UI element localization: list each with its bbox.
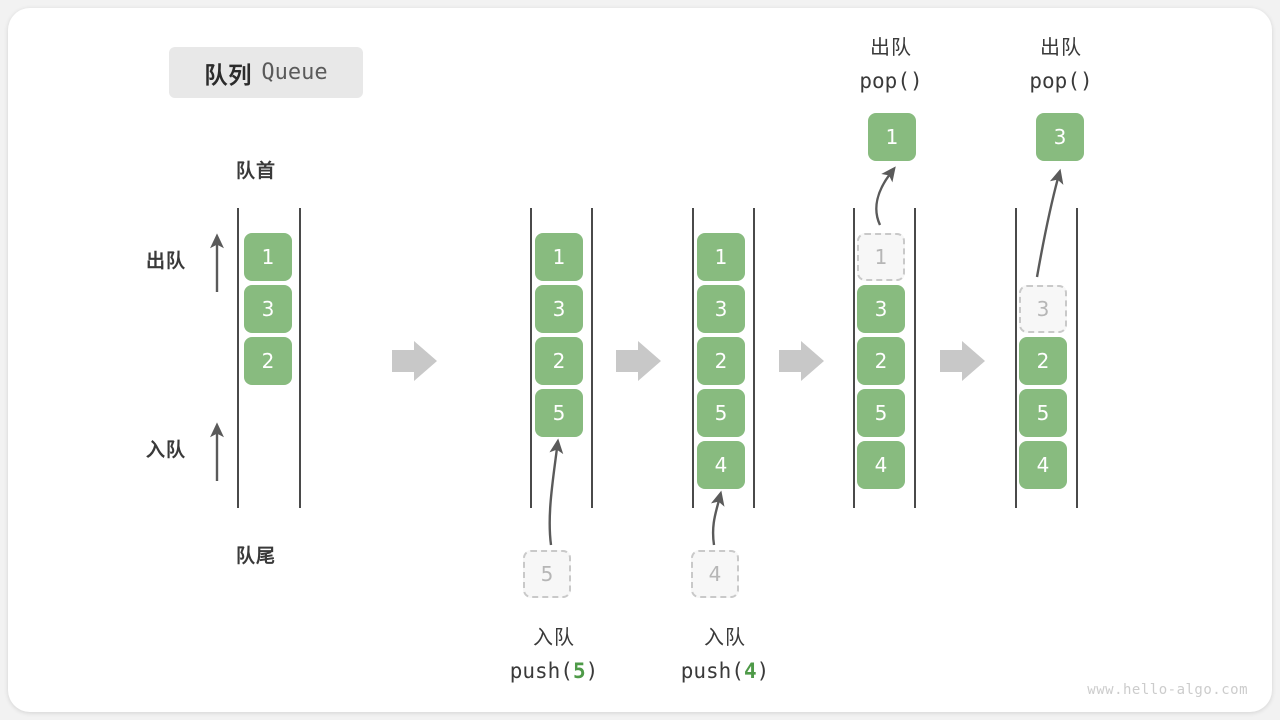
removed-element-ghost: 3: [1019, 285, 1067, 333]
queue-cell: 4: [697, 441, 745, 489]
queue-rail-left-2: [530, 208, 532, 508]
queue-cell: 3: [535, 285, 583, 333]
pop-2-cn: 出队: [1040, 35, 1082, 59]
queue-rail-left-5: [1015, 208, 1017, 508]
popped-element: 3: [1036, 113, 1084, 161]
popped-element: 1: [868, 113, 916, 161]
queue-cell: 2: [1019, 337, 1067, 385]
queue-cell: 5: [857, 389, 905, 437]
queue-cell: 4: [1019, 441, 1067, 489]
push-5-code: push(5): [509, 659, 599, 683]
queue-rail-right-3: [753, 208, 755, 508]
watermark: www.hello-algo.com: [1087, 682, 1248, 698]
queue-cell: 1: [244, 233, 292, 281]
queue-rail-right-2: [591, 208, 593, 508]
queue-cell: 4: [857, 441, 905, 489]
queue-cell: 2: [535, 337, 583, 385]
pop-1-cn: 出队: [870, 35, 912, 59]
queue-rail-right-5: [1076, 208, 1078, 508]
push-4-code: push(4): [680, 659, 770, 683]
queue-rail-left-3: [692, 208, 694, 508]
enqueue-side-label: 入队: [146, 439, 187, 461]
incoming-element-ghost: 4: [691, 550, 739, 598]
pop-1-operation-label: 出队 pop(): [799, 30, 983, 98]
queue-rail-right-4: [914, 208, 916, 508]
pop-2-code: pop(): [1029, 69, 1093, 93]
queue-cell: 2: [697, 337, 745, 385]
queue-cell: 5: [535, 389, 583, 437]
queue-cell: 3: [697, 285, 745, 333]
queue-cell: 5: [697, 389, 745, 437]
pop-1-code: pop(): [859, 69, 923, 93]
title-chinese: 队列: [204, 62, 253, 89]
removed-element-ghost: 1: [857, 233, 905, 281]
push-5-operation-label: 入队 push(5): [462, 620, 646, 688]
dequeue-side-label: 出队: [146, 250, 187, 272]
queue-rail-left-4: [853, 208, 855, 508]
queue-cell: 3: [857, 285, 905, 333]
push-5-cn: 入队: [533, 625, 575, 649]
title-english: Queue: [261, 60, 328, 85]
diagram-title-badge: 队列 Queue: [169, 47, 363, 98]
push-4-cn: 入队: [704, 625, 746, 649]
queue-cell: 1: [535, 233, 583, 281]
queue-head-label: 队首: [236, 160, 277, 182]
queue-cell: 5: [1019, 389, 1067, 437]
queue-cell: 1: [697, 233, 745, 281]
push-4-operation-label: 入队 push(4): [633, 620, 817, 688]
diagram-card: [8, 8, 1272, 712]
queue-rail-right-1: [299, 208, 301, 508]
queue-rail-left-1: [237, 208, 239, 508]
pop-2-operation-label: 出队 pop(): [969, 30, 1153, 98]
queue-cell: 2: [244, 337, 292, 385]
queue-cell: 2: [857, 337, 905, 385]
queue-cell: 3: [244, 285, 292, 333]
incoming-element-ghost: 5: [523, 550, 571, 598]
queue-tail-label: 队尾: [236, 545, 277, 567]
